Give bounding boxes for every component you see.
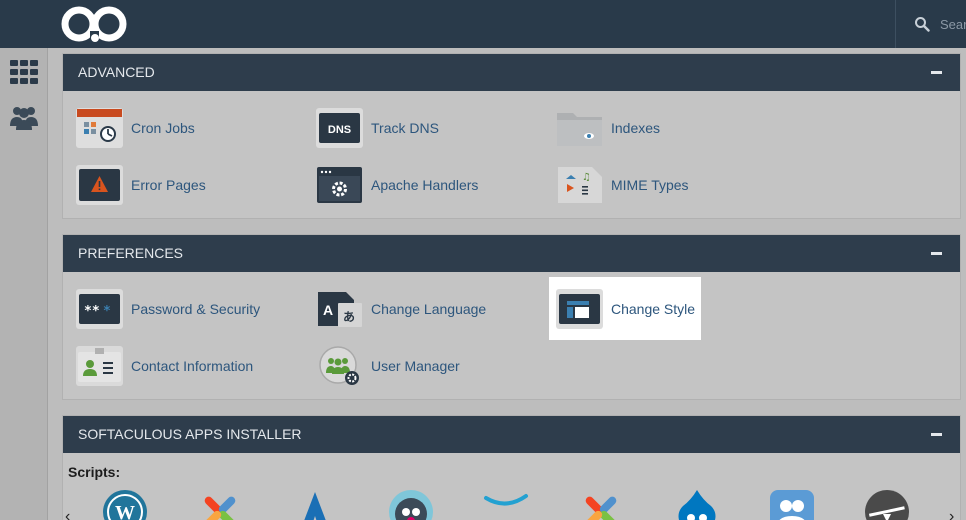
svg-text:W: W — [115, 502, 135, 520]
advanced-panel-header[interactable]: ADVANCED — [63, 54, 960, 91]
grid-icon[interactable] — [8, 56, 40, 88]
mime-types-link[interactable]: ♫ MIME Types — [556, 163, 689, 207]
password-icon: ** * — [76, 289, 123, 329]
search-icon — [915, 17, 930, 32]
svg-text:*: * — [103, 304, 111, 319]
preferences-panel-title: PREFERENCES — [78, 245, 184, 261]
softaculous-panel: SOFTACULOUS APPS INSTALLER Scripts: ‹ › … — [62, 415, 961, 520]
softaculous-collapse-button[interactable] — [931, 433, 942, 436]
cron-jobs-label: Cron Jobs — [131, 120, 195, 136]
apache-handlers-label: Apache Handlers — [371, 177, 479, 193]
softaculous-panel-header[interactable]: SOFTACULOUS APPS INSTALLER — [63, 416, 960, 453]
community-icon[interactable] — [768, 488, 816, 520]
language-icon: A あ — [316, 289, 363, 329]
advanced-collapse-button[interactable] — [931, 71, 942, 74]
top-divider — [895, 0, 896, 48]
svg-text:DNS: DNS — [328, 124, 351, 136]
cron-jobs-link[interactable]: Cron Jobs — [76, 106, 195, 150]
search-input[interactable] — [940, 15, 966, 33]
scroll-left-icon[interactable]: ‹ — [65, 508, 71, 520]
preferences-panel: PREFERENCES ** * Password & Security A あ… — [62, 234, 961, 400]
preferences-panel-header[interactable]: PREFERENCES — [63, 235, 960, 272]
change-language-link[interactable]: A あ Change Language — [316, 287, 486, 331]
dns-icon: DNS — [316, 108, 363, 148]
password-security-link[interactable]: ** * Password & Security — [76, 287, 260, 331]
contact-information-link[interactable]: Contact Information — [76, 344, 253, 388]
change-style-label: Change Style — [611, 301, 696, 317]
track-dns-label: Track DNS — [371, 120, 439, 136]
prestashop-icon[interactable] — [387, 488, 435, 520]
mime-types-label: MIME Types — [611, 177, 689, 193]
media-file-icon: ♫ — [556, 165, 603, 205]
svg-text:**: ** — [84, 304, 100, 319]
cpanel-logo[interactable] — [60, 5, 130, 43]
contact-information-label: Contact Information — [131, 358, 254, 374]
svg-text:♫: ♫ — [582, 172, 591, 183]
contact-card-icon — [76, 346, 123, 386]
preferences-collapse-button[interactable] — [931, 252, 942, 255]
svg-text:あ: あ — [343, 310, 355, 324]
gear-window-icon — [316, 165, 363, 205]
search-box[interactable] — [914, 15, 966, 33]
user-manager-link[interactable]: User Manager — [316, 344, 460, 388]
folder-eye-icon — [556, 108, 603, 148]
users-icon[interactable] — [8, 101, 40, 133]
indexes-link[interactable]: Indexes — [556, 106, 660, 150]
users-gear-icon — [316, 346, 363, 386]
svg-text:A: A — [323, 302, 333, 318]
calendar-clock-icon — [76, 108, 123, 148]
user-manager-label: User Manager — [371, 358, 460, 374]
wordpress-icon[interactable]: W — [101, 488, 149, 520]
apache-handlers-link[interactable]: Apache Handlers — [316, 163, 478, 207]
warning-icon — [76, 165, 123, 205]
advanced-panel: ADVANCED Cron Jobs DNS Track DNS — [62, 53, 961, 219]
track-dns-link[interactable]: DNS Track DNS — [316, 106, 439, 150]
joomla-icon-2[interactable] — [577, 488, 625, 520]
opencart-icon[interactable] — [482, 488, 530, 520]
softaculous-panel-title: SOFTACULOUS APPS INSTALLER — [78, 426, 302, 442]
scripts-label: Scripts: — [68, 464, 121, 480]
forum-app-icon[interactable] — [863, 488, 911, 520]
error-pages-link[interactable]: Error Pages — [76, 163, 206, 207]
error-pages-label: Error Pages — [131, 177, 206, 193]
sidebar — [0, 48, 48, 520]
change-language-label: Change Language — [371, 301, 487, 317]
style-icon — [556, 289, 603, 329]
top-bar — [0, 0, 966, 48]
scroll-right-icon[interactable]: › — [949, 508, 955, 520]
advanced-panel-title: ADVANCED — [78, 64, 155, 80]
joomla-icon[interactable] — [196, 488, 244, 520]
change-style-link[interactable]: Change Style — [556, 287, 695, 331]
drupal-icon[interactable] — [673, 488, 721, 520]
indexes-label: Indexes — [611, 120, 661, 136]
abantecart-icon[interactable] — [291, 488, 339, 520]
password-security-label: Password & Security — [131, 301, 261, 317]
